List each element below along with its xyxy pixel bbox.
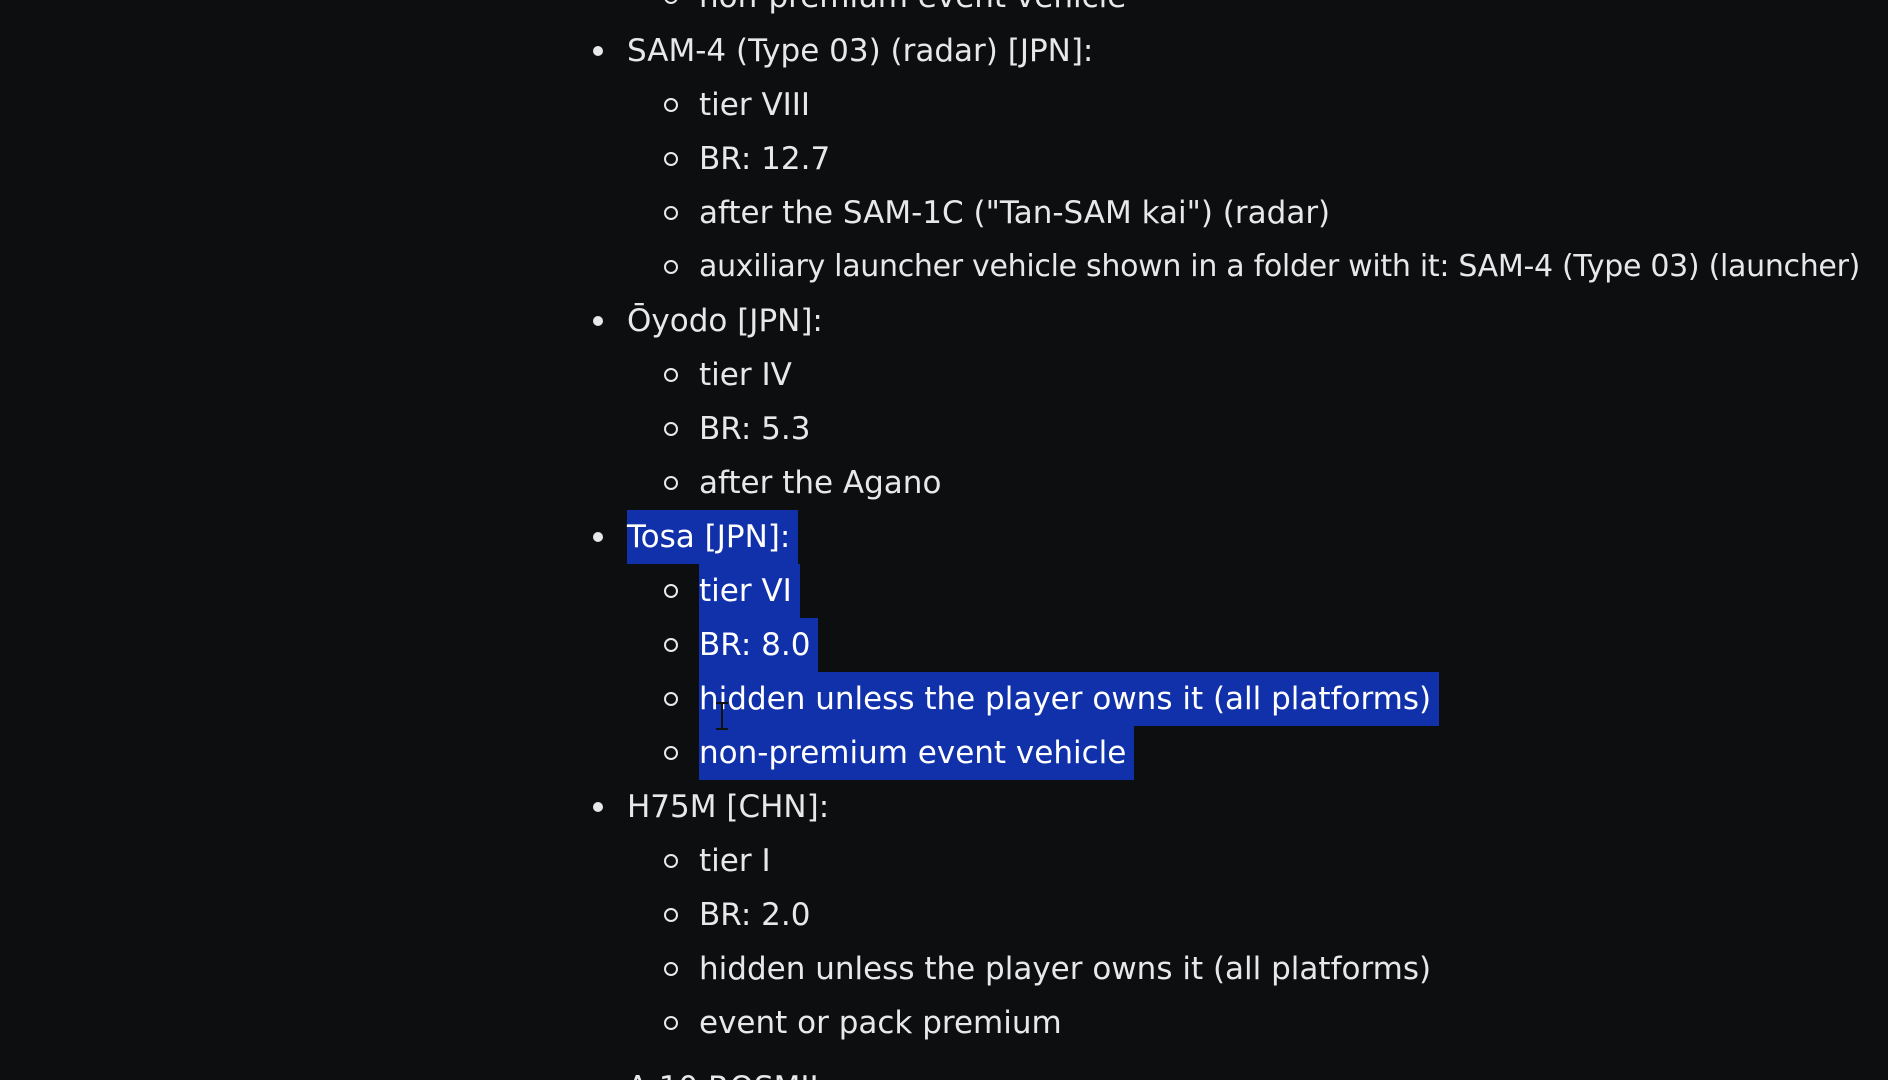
bullet-icon — [593, 316, 603, 326]
list-item-text: after the SAM-1C ("Tan-SAM kai") (radar) — [699, 195, 1331, 231]
hollow-bullet-icon — [664, 206, 678, 220]
list-item-text: Ōyodo [JPN]: — [627, 303, 823, 339]
list-item-text: tier I — [699, 843, 771, 879]
hollow-bullet-icon — [664, 908, 678, 922]
list-item-text: event or pack premium — [699, 1005, 1062, 1041]
hollow-bullet-icon — [664, 854, 678, 868]
bullet-icon — [593, 46, 603, 56]
list-item-text: auxiliary launcher vehicle shown in a fo… — [699, 249, 1861, 284]
hollow-bullet-icon — [664, 98, 678, 112]
bullet-icon — [593, 532, 603, 542]
list-item-text: tier VIII — [699, 87, 811, 123]
hollow-bullet-icon — [664, 638, 678, 652]
list-item-text: non-premium event vehicle — [699, 0, 1126, 24]
list-item-text: after the Agano — [699, 465, 942, 501]
hollow-bullet-icon — [664, 368, 678, 382]
list-item-text: BR: 12.7 — [699, 141, 831, 177]
cutoff-list-item: A-10 ROSMIL — [627, 1068, 827, 1080]
hollow-bullet-icon — [664, 692, 678, 706]
hollow-bullet-icon — [664, 476, 678, 490]
selected-text: BR: 8.0 — [699, 618, 819, 672]
hollow-bullet-icon — [664, 584, 678, 598]
hollow-bullet-icon — [664, 962, 678, 976]
selected-text: tier VI — [699, 564, 800, 618]
hollow-bullet-icon — [664, 746, 678, 760]
hollow-bullet-icon — [664, 0, 678, 4]
list-item-text: SAM-4 (Type 03) (radar) [JPN]: — [627, 33, 1094, 69]
selected-text: non-premium event vehicle — [699, 726, 1135, 780]
bullet-icon — [593, 802, 603, 812]
list-item-text: BR: 2.0 — [699, 897, 811, 933]
list-item-text: tier IV — [699, 357, 792, 393]
selected-text: Tosa [JPN]: — [627, 510, 799, 564]
list-item-text: H75M [CHN]: — [627, 789, 830, 825]
hollow-bullet-icon — [664, 152, 678, 166]
list-item-text: hidden unless the player owns it (all pl… — [699, 951, 1432, 987]
hollow-bullet-icon — [664, 422, 678, 436]
text-cursor-icon — [716, 702, 728, 730]
selected-text: hidden unless the player owns it (all pl… — [699, 672, 1440, 726]
hollow-bullet-icon — [664, 260, 678, 274]
list-item-text: BR: 5.3 — [699, 411, 811, 447]
hollow-bullet-icon — [664, 1016, 678, 1030]
